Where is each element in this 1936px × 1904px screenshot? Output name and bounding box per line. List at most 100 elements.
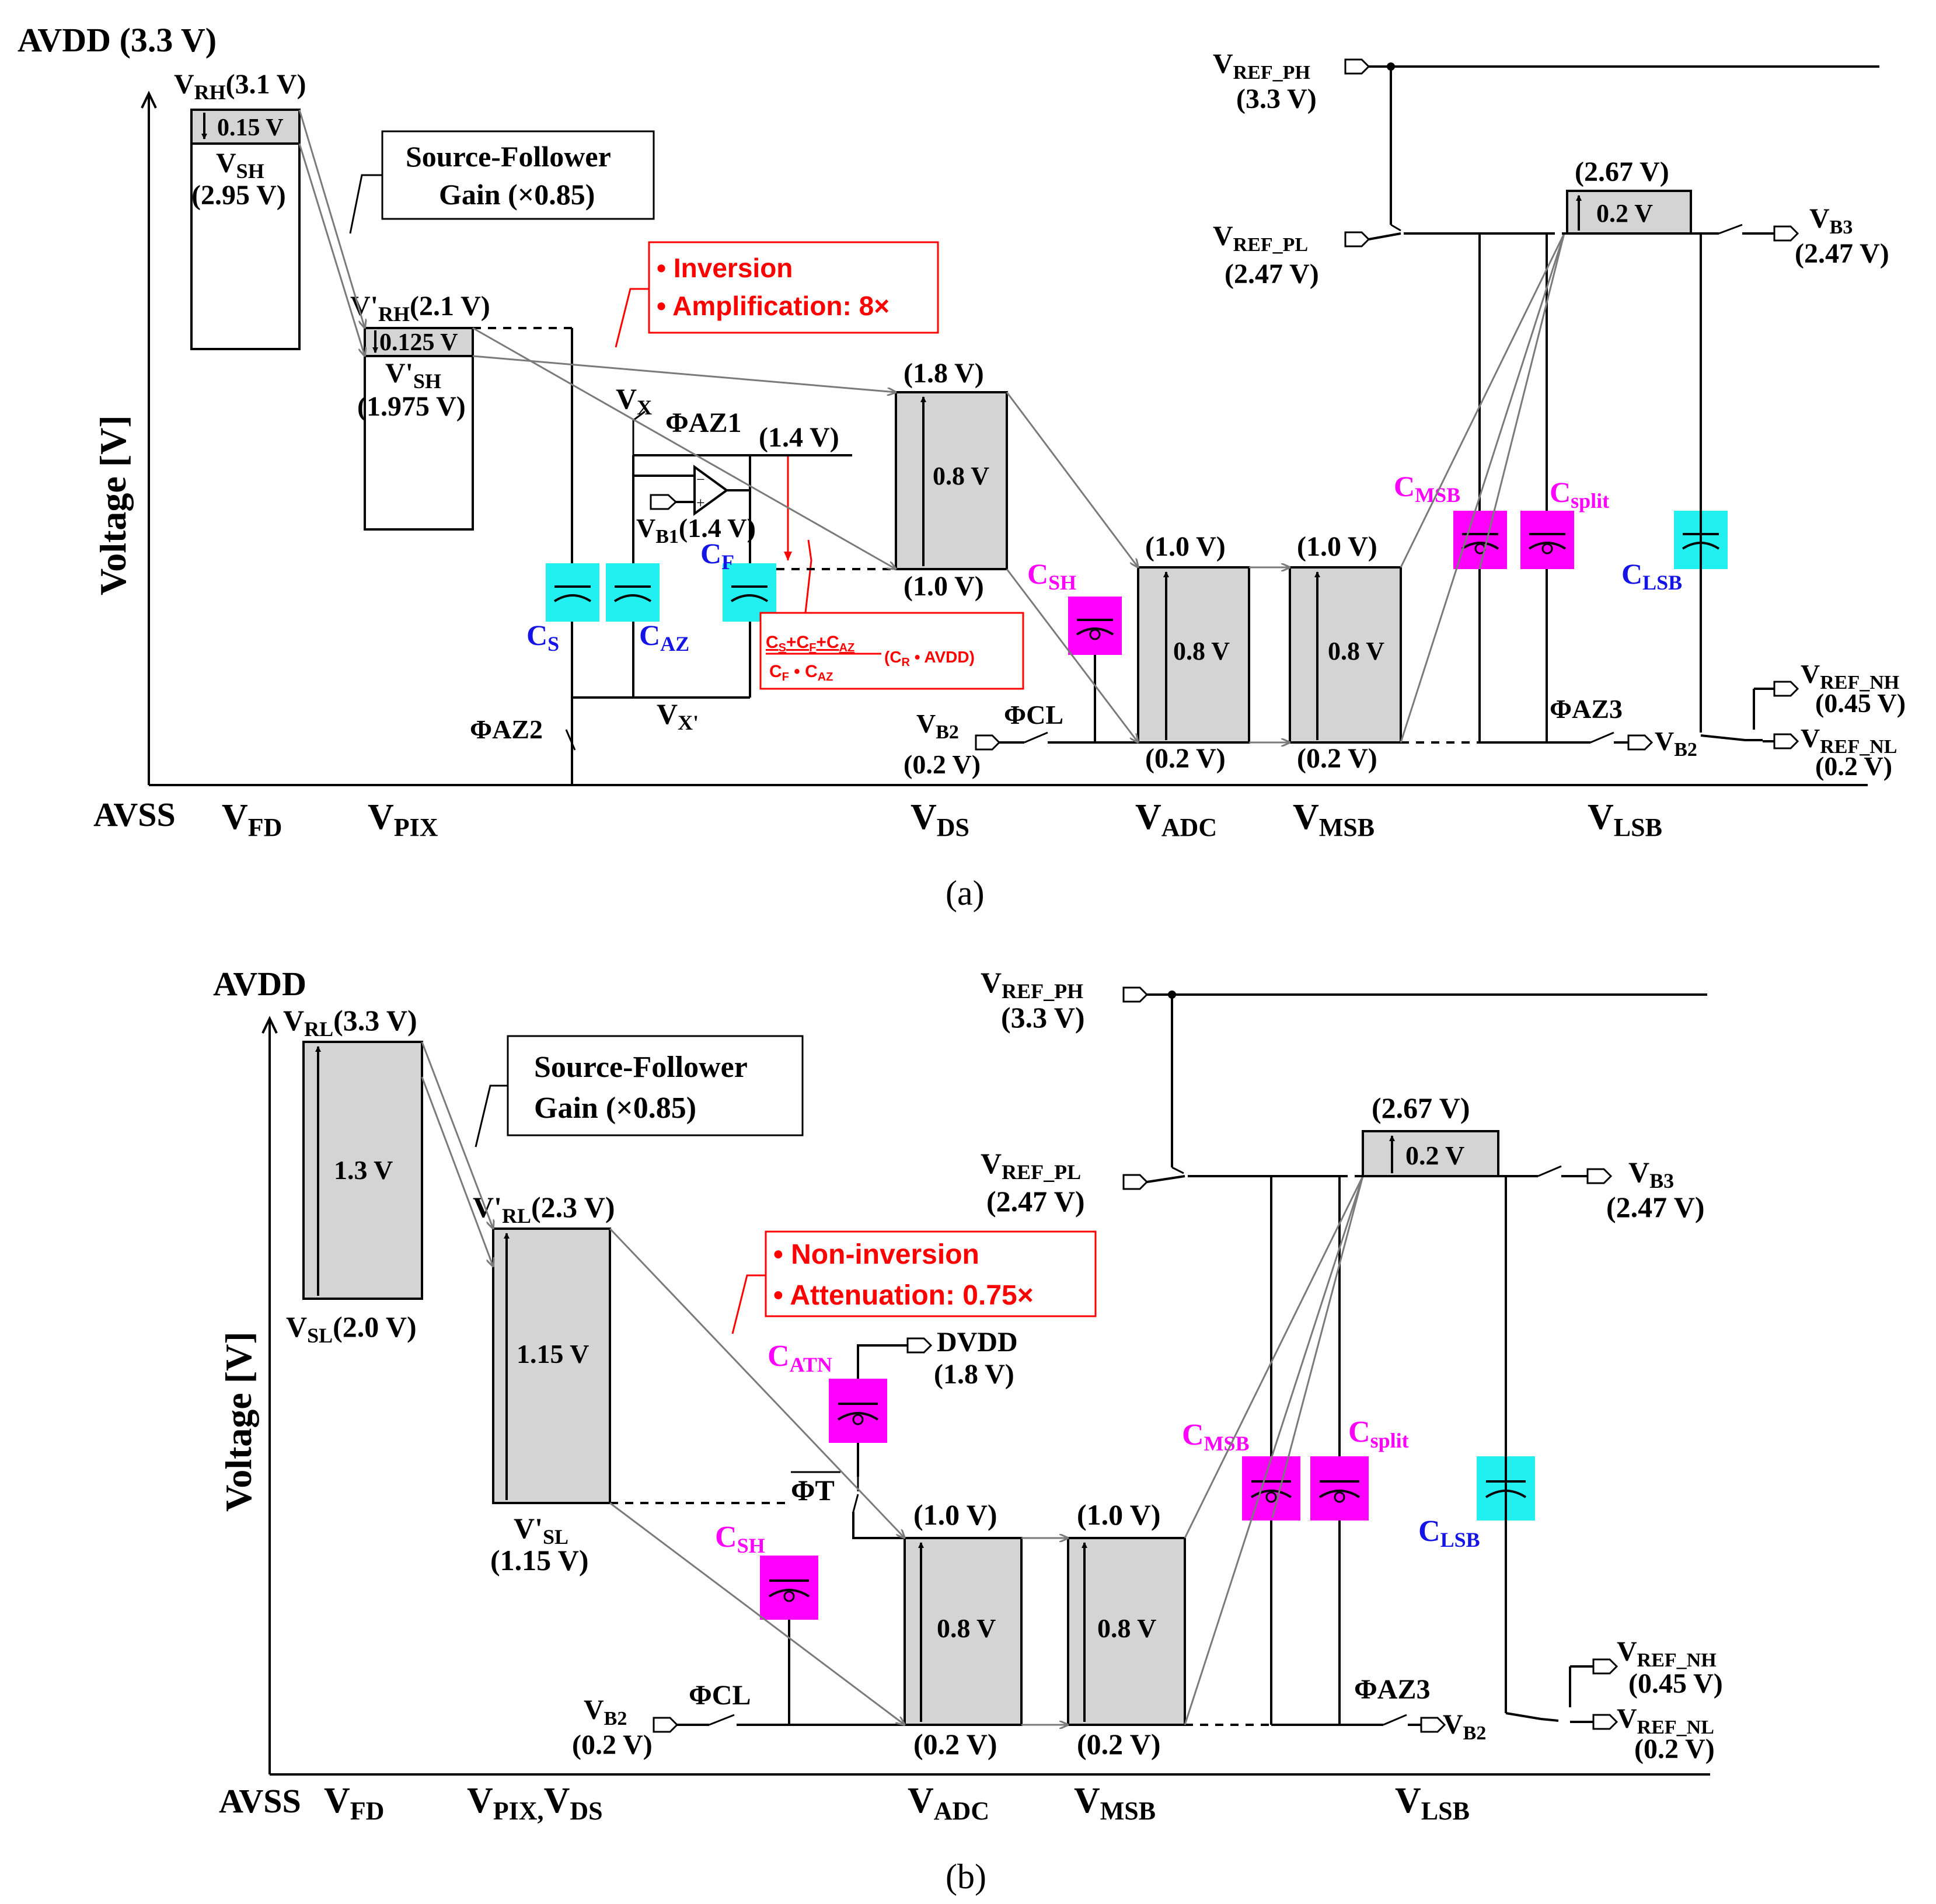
vref-ph-value-b: (3.3 V): [1001, 1001, 1085, 1034]
ann-noninversion: • Non-inversion: [773, 1239, 979, 1270]
avdd-label-b: AVDD: [213, 965, 306, 1003]
sf-callout-leader: [349, 174, 382, 234]
vxp-label: VX': [657, 698, 699, 734]
msb-swing-label-b: 0.8 V: [1097, 1613, 1156, 1643]
vref-nl-port: [1773, 733, 1799, 749]
vref-pl-value: (2.47 V): [1225, 259, 1319, 290]
csh-label-b: CSH: [715, 1521, 765, 1557]
vref-nl-port-b: [1592, 1714, 1618, 1730]
vref-ph-label: VREF_PH: [1213, 48, 1310, 83]
y-axis-label-b: Voltage [V]: [218, 1331, 259, 1512]
vpsl-value: (1.15 V): [490, 1544, 589, 1577]
fd-box-b: [302, 1041, 423, 1300]
vsl-label: VSL(2.0 V): [286, 1310, 417, 1347]
vref-pl-value-b: (2.47 V): [986, 1185, 1085, 1218]
avdd-label: AVDD (3.3 V): [18, 21, 217, 59]
vb2-label-b: VB2: [584, 1694, 627, 1729]
vref-nh-value: (0.45 V): [1815, 688, 1906, 718]
adc-bot-label: (0.2 V): [1145, 743, 1226, 774]
x-label-lsb: VLSB: [1588, 797, 1662, 842]
vb3-port-b: [1586, 1168, 1613, 1184]
ann-amplification: • Amplification: 8×: [657, 291, 889, 321]
lsb-box-b: [1362, 1130, 1499, 1177]
lsb-swing-label: 0.2 V: [1596, 199, 1653, 228]
dvdd-label: DVDD: [937, 1327, 1018, 1358]
vpsh-value: (1.975 V): [357, 391, 466, 422]
adc-top-label: (1.0 V): [1145, 531, 1226, 562]
phit-label: ΦT: [791, 1474, 835, 1507]
x-label-adc: VADC: [1135, 797, 1217, 842]
vref-pl-port: [1344, 231, 1370, 247]
vref-nl-value: (0.2 V): [1815, 751, 1892, 781]
adc-swing-label: 0.8 V: [1173, 637, 1230, 665]
vrl-label: VRL(3.3 V): [283, 1004, 417, 1041]
svg-text:+: +: [696, 494, 705, 511]
msb-bot-label-b: (0.2 V): [1077, 1728, 1161, 1760]
noninv-callout-box: [765, 1230, 1097, 1317]
x-label-pix: VPIX: [368, 797, 438, 842]
msb-top-label: (1.0 V): [1297, 531, 1377, 562]
vref-nl-value-b: (0.2 V): [1634, 1734, 1715, 1764]
fd-box: [190, 109, 301, 350]
cmsb-capacitor: [1453, 511, 1507, 569]
adc-box-b: [904, 1537, 1023, 1726]
caz-label: CAZ: [639, 619, 689, 655]
vref-ph-label-b: VREF_PH: [981, 966, 1083, 1003]
vb3-value-b: (2.47 V): [1606, 1191, 1705, 1223]
x-label-fd: VFD: [222, 797, 282, 842]
pix-box: [364, 327, 474, 531]
x-label-pix-ds-b: VPIX,VDS: [467, 1781, 603, 1825]
dvdd-port: [906, 1337, 933, 1354]
vref-nh-label-b: VREF_NH: [1617, 1636, 1717, 1671]
vb2-label: VB2: [916, 709, 959, 743]
cmsb-capacitor-b: [1242, 1456, 1300, 1521]
lsb-box: [1566, 190, 1692, 235]
formula-box: [759, 612, 1024, 690]
vref-pl-label: VREF_PL: [1213, 221, 1308, 256]
csplit-label: Csplit: [1550, 476, 1609, 512]
csplit-capacitor: [1520, 511, 1574, 569]
sf-line1: Source-Follower: [406, 140, 611, 173]
dvdd-value: (1.8 V): [934, 1359, 1014, 1390]
pix-swing-label: 0.125 V: [379, 329, 458, 356]
pix-swing-box: [364, 327, 474, 357]
formula-denominator: CF • CAZ: [769, 662, 833, 684]
caption-a: (a): [946, 874, 985, 912]
ds-box: [895, 391, 1008, 570]
ds-bot-label: (1.0 V): [904, 571, 984, 602]
lsb-top-label: (2.67 V): [1575, 156, 1669, 187]
csplit-label-b: Csplit: [1348, 1415, 1409, 1452]
formula-tail: (CR • AVDD): [884, 648, 975, 669]
fd-swing-label: 0.15 V: [217, 114, 284, 141]
cf-capacitor: [723, 563, 776, 622]
cmsb-label-b: CMSB: [1182, 1418, 1250, 1455]
adc-top-label-b: (1.0 V): [913, 1498, 997, 1531]
vpsh-label: V'SH: [385, 358, 441, 393]
catn-capacitor: [829, 1379, 887, 1443]
sf-line2-b: Gain (×0.85): [534, 1092, 696, 1125]
vref-nl-label-b: VREF_NL: [1617, 1703, 1714, 1738]
avss-label: AVSS: [93, 796, 176, 834]
vb1-port: [650, 494, 678, 510]
y-axis-arrow: [141, 90, 157, 109]
vref-nh-port: [1773, 681, 1799, 697]
vprh-label: V'RH(2.1 V): [350, 291, 490, 326]
panel-b: AVDD Voltage [V] AVSS VFD VPIX,VDS VADC …: [213, 965, 1723, 1896]
phiaz1-label: ΦAZ1: [665, 407, 741, 438]
vb2-right-label: VB2: [1655, 726, 1697, 761]
cmsb-label: CMSB: [1394, 470, 1460, 507]
ann-inversion: • Inversion: [657, 253, 793, 283]
lsb-swing-label-b: 0.2 V: [1405, 1141, 1464, 1170]
catn-label: CATN: [768, 1340, 832, 1376]
inv-callout-box: [648, 241, 939, 334]
fd-swing-box: [190, 109, 301, 145]
vb2-right-port-b: [1420, 1717, 1446, 1733]
inv-callout-leader: [615, 288, 649, 348]
svg-text:−: −: [696, 471, 705, 488]
sf-line2: Gain (×0.85): [439, 178, 595, 211]
fd-swing-label-b: 1.3 V: [334, 1155, 393, 1185]
msb-bot-label: (0.2 V): [1297, 743, 1377, 774]
formula-numerator: CS+CF+CAZ: [766, 633, 854, 654]
vref-nh-port-b: [1592, 1658, 1618, 1675]
